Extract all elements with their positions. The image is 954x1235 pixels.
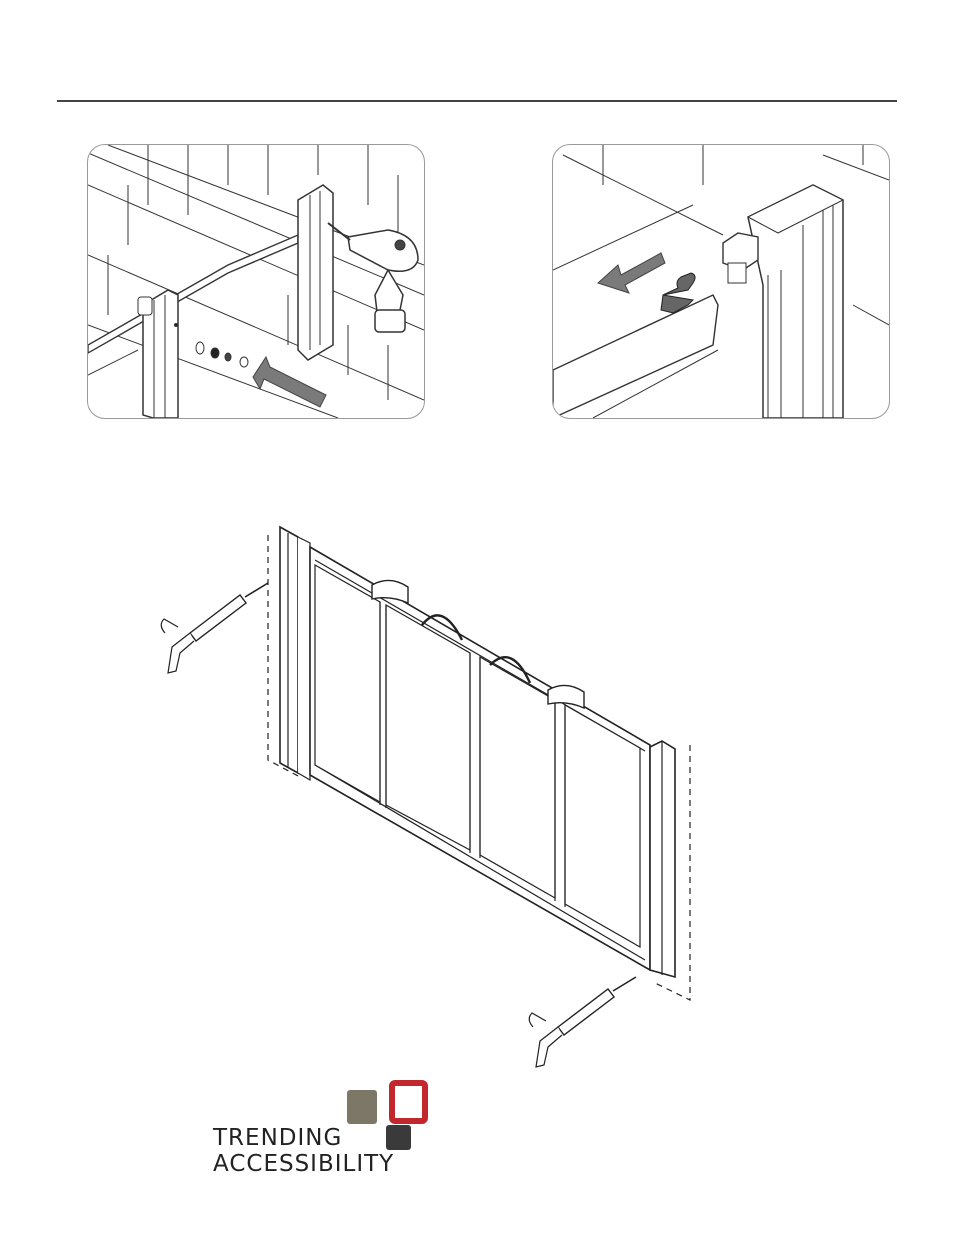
caulking-gun-icon xyxy=(529,977,636,1067)
brand-line1: TRENDING xyxy=(213,1127,342,1150)
brand-line2: ACCESSIBILITY xyxy=(213,1153,394,1176)
step-drill-install-panel xyxy=(87,144,425,419)
logo-square-taupe xyxy=(347,1090,377,1124)
drill-install-illustration xyxy=(88,145,424,418)
clip-remove-illustration xyxy=(553,145,889,418)
brand-logo: TRENDING ACCESSIBILITY xyxy=(210,1080,460,1180)
caulking-gun-icon xyxy=(161,583,268,673)
step-seal-panel-illustration xyxy=(150,515,710,1075)
step-clip-remove-panel xyxy=(552,144,890,419)
logo-square-dark xyxy=(386,1125,411,1150)
header-rule xyxy=(57,100,897,102)
logo-square-red xyxy=(392,1083,425,1121)
